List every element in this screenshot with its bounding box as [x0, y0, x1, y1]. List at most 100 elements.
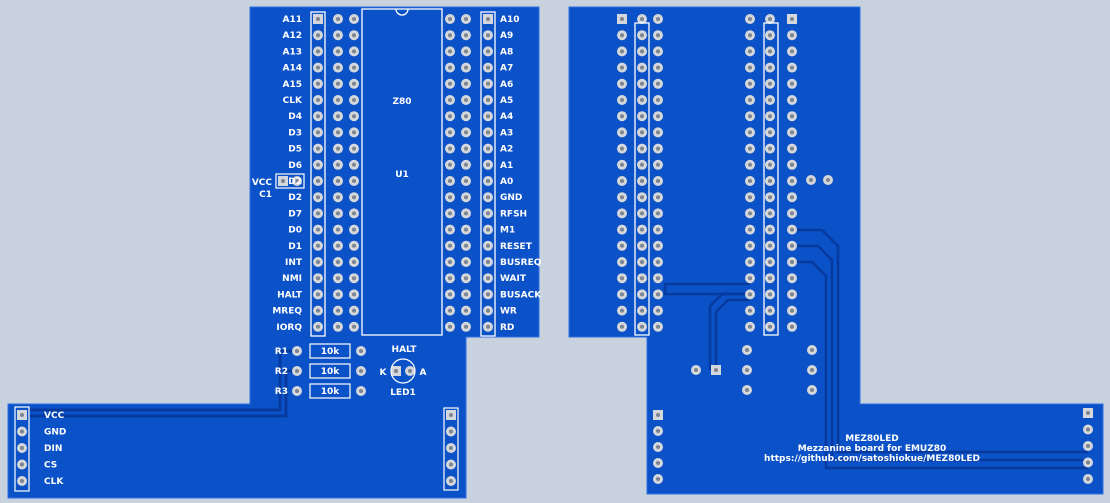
- left-pin-label: HALT: [277, 290, 303, 300]
- back-right-pad-hole: [748, 308, 752, 313]
- front-left-pad-hole: [352, 114, 356, 119]
- resistor-pad-hole: [295, 349, 299, 353]
- back-right-pad-hole: [790, 130, 794, 135]
- right-pin-label: RESET: [500, 242, 533, 252]
- back-left-pad-hole: [620, 17, 624, 21]
- back-right-pad-hole: [768, 276, 772, 281]
- back-left-pad-hole: [620, 179, 624, 183]
- left-pin-label: CLK: [283, 96, 303, 106]
- front-left-pad-hole: [316, 17, 320, 21]
- led-pad-hole: [394, 369, 398, 373]
- back-left-pad-hole: [656, 33, 660, 38]
- front-left-pad-hole: [352, 98, 356, 102]
- trace: [714, 298, 750, 370]
- front-left-pad-hole: [316, 33, 320, 38]
- front-right-pad-hole: [448, 195, 452, 200]
- front-left-pad-hole: [352, 179, 356, 183]
- left-pin-label: A13: [283, 47, 303, 57]
- back-right-pad-hole: [748, 146, 752, 151]
- front-right-pad-hole: [448, 292, 452, 297]
- front-right-pad-hole: [464, 308, 468, 313]
- front-left-pad-hole: [336, 195, 340, 200]
- front-left-pad-hole: [352, 195, 356, 200]
- right-pin-label: BUSACK: [500, 290, 542, 300]
- front-left-pad-hole: [316, 308, 320, 313]
- back-right-pad-hole: [790, 292, 794, 297]
- back-left-pad-hole: [640, 162, 644, 167]
- cap-outline: [275, 173, 305, 189]
- front-right-pad-hole: [486, 211, 490, 216]
- left-pin-label: D2: [288, 177, 302, 187]
- front-left-pad-hole: [336, 17, 340, 21]
- back-left-pad-hole: [656, 146, 660, 151]
- trace: [792, 260, 1088, 470]
- front-right-pad-hole: [486, 65, 490, 70]
- led-outline: [390, 358, 416, 384]
- back-left-pad-hole: [656, 195, 660, 200]
- front-left-pad-hole: [316, 114, 320, 119]
- back-jumper-pad-hole: [714, 368, 718, 372]
- back-left-pad-hole: [620, 243, 624, 248]
- front-right-pad-hole: [448, 243, 452, 248]
- aux-header-pad-hole: [449, 429, 453, 434]
- front-left-pad-hole: [352, 17, 356, 21]
- back-right-pad-hole: [768, 65, 772, 70]
- back-left-pad-hole: [640, 243, 644, 248]
- front-right-pad-hole: [464, 33, 468, 38]
- back-board-shape: [568, 6, 1104, 495]
- front-right-pad-hole: [464, 65, 468, 70]
- right-pin-label: BUSREQ: [500, 258, 542, 268]
- back-left-pad-hole: [640, 195, 644, 200]
- chip-notch: [395, 8, 409, 16]
- right-pin-label: A10: [500, 15, 520, 25]
- back-right-pad-hole: [768, 195, 772, 200]
- front-right-pad-hole: [464, 81, 468, 86]
- front-right-pad-hole: [464, 162, 468, 167]
- back-right-pad-hole: [790, 33, 794, 38]
- back-left-pad-hole: [620, 260, 624, 264]
- right-pin-label: A1: [500, 161, 513, 171]
- aux-header-pad-hole: [449, 479, 453, 483]
- front-left-pad-hole: [336, 65, 340, 70]
- back-left-pad-hole: [640, 308, 644, 313]
- front-left-pad-hole: [316, 49, 320, 54]
- back-board: [568, 6, 1104, 495]
- back-left-pad-hole: [656, 162, 660, 167]
- front-left-pad-hole: [336, 260, 340, 264]
- back-right-pad-hole: [748, 211, 752, 216]
- back-right-bottom-pad-hole: [1086, 444, 1090, 448]
- back-right-pad-hole: [748, 162, 752, 167]
- front-left-pad-hole: [352, 162, 356, 167]
- front-right-pad-hole: [448, 276, 452, 281]
- back-right-pad-hole: [768, 146, 772, 151]
- back-left-pad-hole: [640, 98, 644, 102]
- left-pin-label: A14: [283, 64, 303, 74]
- back-left-pad-hole: [620, 162, 624, 167]
- front-left-pad-hole: [352, 81, 356, 86]
- front-left-pad-hole: [316, 243, 320, 248]
- front-right-pad-hole: [448, 227, 452, 232]
- front-right-pad-hole: [464, 211, 468, 216]
- left-pin-label: D1: [288, 242, 302, 252]
- back-left-pad-hole: [656, 98, 660, 102]
- front-right-pad-hole: [448, 211, 452, 216]
- back-left-pad-hole: [656, 65, 660, 70]
- resistor-ref: R3: [275, 387, 288, 397]
- back-left-pad-hole: [640, 292, 644, 297]
- back-left-pad-hole: [640, 114, 644, 119]
- led-halt-label: HALT: [392, 345, 418, 355]
- back-left-pad-hole: [640, 130, 644, 135]
- back-right-bottom-pad-hole: [1086, 427, 1090, 432]
- front-right-pad-hole: [448, 179, 452, 183]
- left-pin-label: A12: [283, 31, 303, 41]
- front-right-pad-hole: [448, 81, 452, 86]
- chip-name-label: Z80: [392, 97, 411, 107]
- front-left-pad-hole: [316, 162, 320, 167]
- left-pin-label: D0: [288, 226, 302, 236]
- back-left-pad-hole: [620, 146, 624, 151]
- front-left-pad-hole: [352, 65, 356, 70]
- front-left-pad-hole: [352, 243, 356, 248]
- right-pin-label: WAIT: [500, 274, 527, 284]
- front-left-pad-hole: [352, 324, 356, 329]
- front-right-pad-hole: [486, 162, 490, 167]
